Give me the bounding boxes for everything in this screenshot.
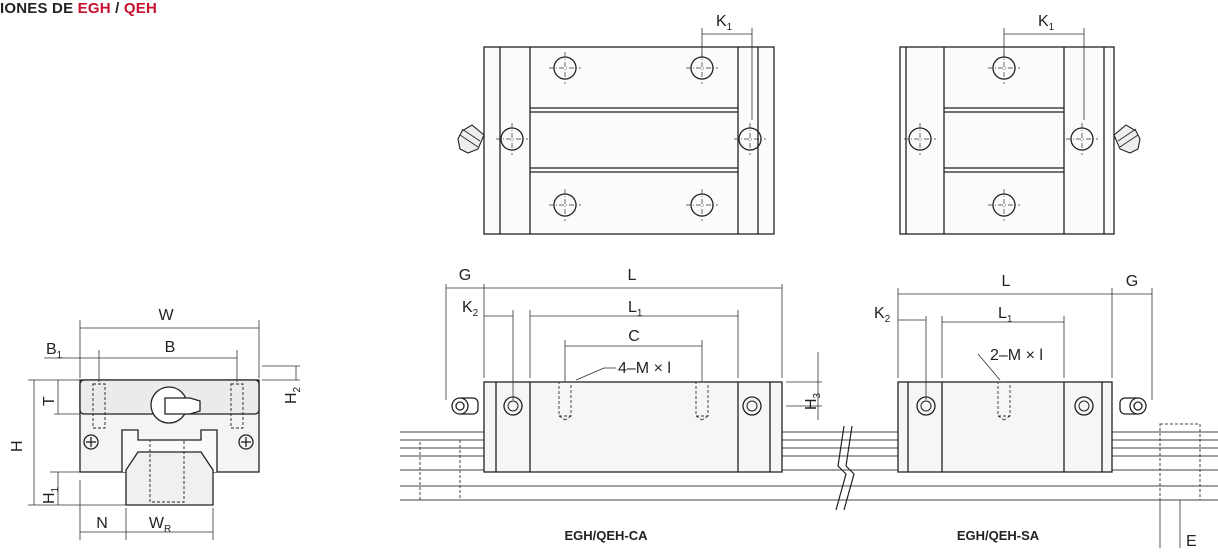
dim-h2: H2 [283, 386, 303, 404]
dim-n: N [96, 515, 108, 532]
title-model-b: QEH [123, 0, 157, 17]
top-view-sa [899, 46, 1141, 235]
dim-g-sa: G [1126, 273, 1138, 290]
dim-wr: WR [149, 515, 171, 535]
note-holes-sa: 2–M × l [990, 347, 1043, 364]
end-view [79, 379, 260, 506]
dim-l-ca: L [628, 267, 637, 284]
title-model-a: EGH [77, 0, 111, 17]
caption-ca: EGH/QEH-CA [564, 528, 648, 543]
dim-h: H [9, 440, 26, 452]
dim-h3: H3 [803, 392, 823, 410]
dim-g-ca: G [459, 267, 471, 284]
dim-b: B [165, 339, 176, 356]
side-view-ca-dims [445, 284, 822, 420]
dim-l-sa: L [1002, 273, 1011, 290]
dim-l1-sa: L1 [998, 305, 1013, 325]
title-separator: / [110, 0, 124, 17]
dim-l1-ca: L1 [628, 299, 643, 319]
dim-t: T [41, 396, 58, 406]
dim-k2-sa: K2 [874, 305, 891, 325]
title-prefix: IONES DE [0, 0, 78, 17]
block-side-view-ca [451, 381, 783, 473]
top-view-sa-dims [1003, 28, 1085, 120]
dim-b1: B1 [46, 341, 63, 361]
note-holes-ca: 4–M × l [618, 360, 671, 377]
dim-c: C [628, 328, 640, 345]
dim-k2-ca: K2 [462, 299, 479, 319]
top-view-ca [457, 46, 775, 235]
dim-w: W [158, 307, 174, 324]
dim-k1-ca: K1 [716, 13, 733, 33]
side-view-sa-dims [897, 288, 1181, 548]
dim-e: E [1186, 533, 1197, 550]
caption-sa: EGH/QEH-SA [957, 528, 1040, 543]
dim-k1-sa: K1 [1038, 13, 1055, 33]
section-title: IONES DE EGH / QEH [0, 0, 157, 17]
dim-h1: H1 [41, 486, 61, 504]
end-view-dimensions [28, 320, 300, 540]
top-view-ca-dims [701, 28, 753, 120]
block-side-view-sa [897, 381, 1147, 473]
